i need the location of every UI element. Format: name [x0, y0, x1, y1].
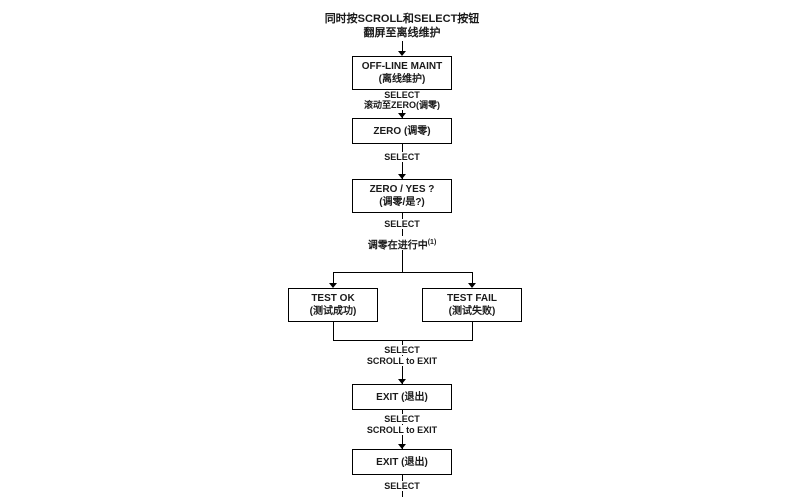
label-select-6: SELECT: [381, 481, 423, 491]
zero-in-progress-text: 调零在进行中(1): [364, 236, 440, 253]
label-select-1: SELECT: [381, 90, 423, 100]
zero-box: ZERO (调零): [352, 118, 452, 144]
arrow-into-offline-maint-icon: [398, 51, 406, 56]
zero-yes-label-en: ZERO / YES ?: [369, 184, 435, 195]
test-ok-label-zh: (测试成功): [309, 306, 357, 317]
label-select-2: SELECT: [381, 152, 423, 162]
line-intro-to-offline-maint: [402, 41, 403, 52]
test-fail-box: TEST FAIL (测试失败): [422, 288, 522, 322]
split-branch-line: [333, 272, 473, 273]
zero-in-progress-label: 调零在进行中: [367, 240, 428, 252]
footnote-ref: (1): [427, 239, 437, 246]
arrow-into-exit-1-icon: [398, 379, 406, 384]
test-ok-box: TEST OK (测试成功): [288, 288, 378, 322]
exit-2-label: EXIT (退出): [376, 456, 428, 468]
exit-box-2: EXIT (退出): [352, 449, 452, 475]
exit-1-label: EXIT (退出): [376, 391, 428, 403]
line-test-fail-to-merge: [472, 322, 473, 341]
label-scroll-to-exit-2: SCROLL to EXIT: [363, 425, 441, 435]
label-select-5: SELECT: [381, 414, 423, 424]
intro-line-2: 翻屏至离线维护: [363, 27, 441, 39]
test-ok-label-en: TEST OK: [311, 293, 355, 304]
offline-maint-label-en: OFF-LINE MAINT: [361, 61, 443, 72]
arrow-into-test-ok-icon: [329, 283, 337, 288]
zero-label: ZERO (调零): [373, 125, 431, 137]
intro-text: 同时按SCROLL和SELECT按钮 翻屏至离线维护: [325, 12, 480, 40]
label-select-3: SELECT: [381, 219, 423, 229]
intro-line-1: 同时按SCROLL和SELECT按钮: [324, 13, 480, 25]
test-fail-label-zh: (测试失败): [448, 306, 496, 317]
offline-maint-box: OFF-LINE MAINT (离线维护): [352, 56, 452, 90]
arrow-into-zero-yes-icon: [398, 174, 406, 179]
line-in-progress-to-split: [402, 250, 403, 273]
line-split-to-test-ok: [333, 272, 334, 284]
label-scroll-to-exit-1: SCROLL to EXIT: [363, 356, 441, 366]
test-fail-label-en: TEST FAIL: [447, 293, 497, 304]
label-select-4: SELECT: [381, 345, 423, 355]
zero-yes-label-zh: (调零/是?): [379, 197, 425, 208]
merge-branch-line: [333, 340, 473, 341]
line-split-to-test-fail: [472, 272, 473, 284]
label-scroll-to-zero: 滚动至ZERO(调零): [361, 100, 443, 110]
exit-box-1: EXIT (退出): [352, 384, 452, 410]
line-test-ok-to-merge: [333, 322, 334, 341]
offline-maint-label-zh: (离线维护): [378, 74, 426, 85]
arrow-into-test-fail-icon: [468, 283, 476, 288]
zero-yes-box: ZERO / YES ? (调零/是?): [352, 179, 452, 213]
arrow-into-zero-icon: [398, 113, 406, 118]
arrow-into-exit-2-icon: [398, 444, 406, 449]
